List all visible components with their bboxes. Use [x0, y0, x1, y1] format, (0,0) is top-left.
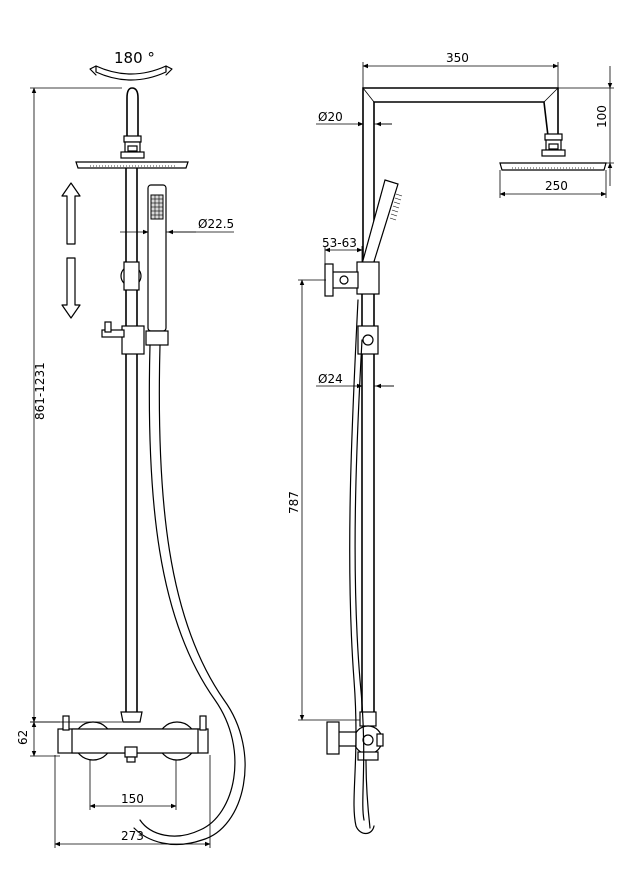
shower-head	[75, 161, 189, 169]
thermostatic-mixer	[57, 715, 209, 763]
rail-diameter-label: Ø24	[318, 372, 343, 386]
arm-diameter-label: Ø20	[318, 110, 343, 124]
side-overhead-arm	[362, 87, 566, 262]
head-diameter-label: 250	[545, 179, 568, 193]
front-view: 180 °	[16, 49, 246, 848]
overall-width-label: 273	[121, 829, 144, 843]
mixer-height-label: 62	[16, 730, 30, 745]
side-view: 350 100 250 Ø20	[287, 51, 614, 835]
inlet-spacing-label: 150	[121, 792, 144, 806]
rotation-angle-label: 180 °	[114, 49, 155, 67]
side-mixer	[326, 711, 384, 761]
holder-range-dimension	[324, 246, 363, 264]
arm-length-dimension	[362, 62, 559, 88]
inlet-to-holder-dimension	[298, 279, 360, 721]
inlet-spacing-dimension	[89, 760, 177, 810]
side-hose	[349, 299, 375, 835]
side-holder	[324, 261, 380, 297]
arm-drop-dimension	[558, 66, 614, 186]
side-hand-shower	[361, 179, 403, 269]
mixer-height-dimension	[30, 721, 60, 757]
shower-hose	[133, 344, 246, 846]
hand-shower	[145, 184, 169, 346]
arm-length-label: 350	[446, 51, 469, 65]
total-height-label: 861-1231	[33, 362, 47, 420]
holder-range-label: 53-63	[322, 236, 357, 250]
arm-drop-label: 100	[595, 105, 609, 128]
slider-holder	[101, 261, 145, 355]
handshower-diameter-label: Ø22.5	[198, 217, 234, 231]
overall-width-dimension	[54, 755, 211, 848]
down-arrow-icon	[61, 257, 81, 319]
slide-rail	[120, 168, 143, 723]
side-shower-head	[499, 162, 607, 171]
inlet-to-holder-label: 787	[287, 491, 301, 514]
side-rail	[357, 294, 379, 720]
up-arrow-icon	[61, 182, 81, 245]
head-diameter-dimension	[499, 170, 607, 198]
rotation-arrow-icon	[89, 65, 173, 81]
overhead-arm	[120, 87, 145, 159]
